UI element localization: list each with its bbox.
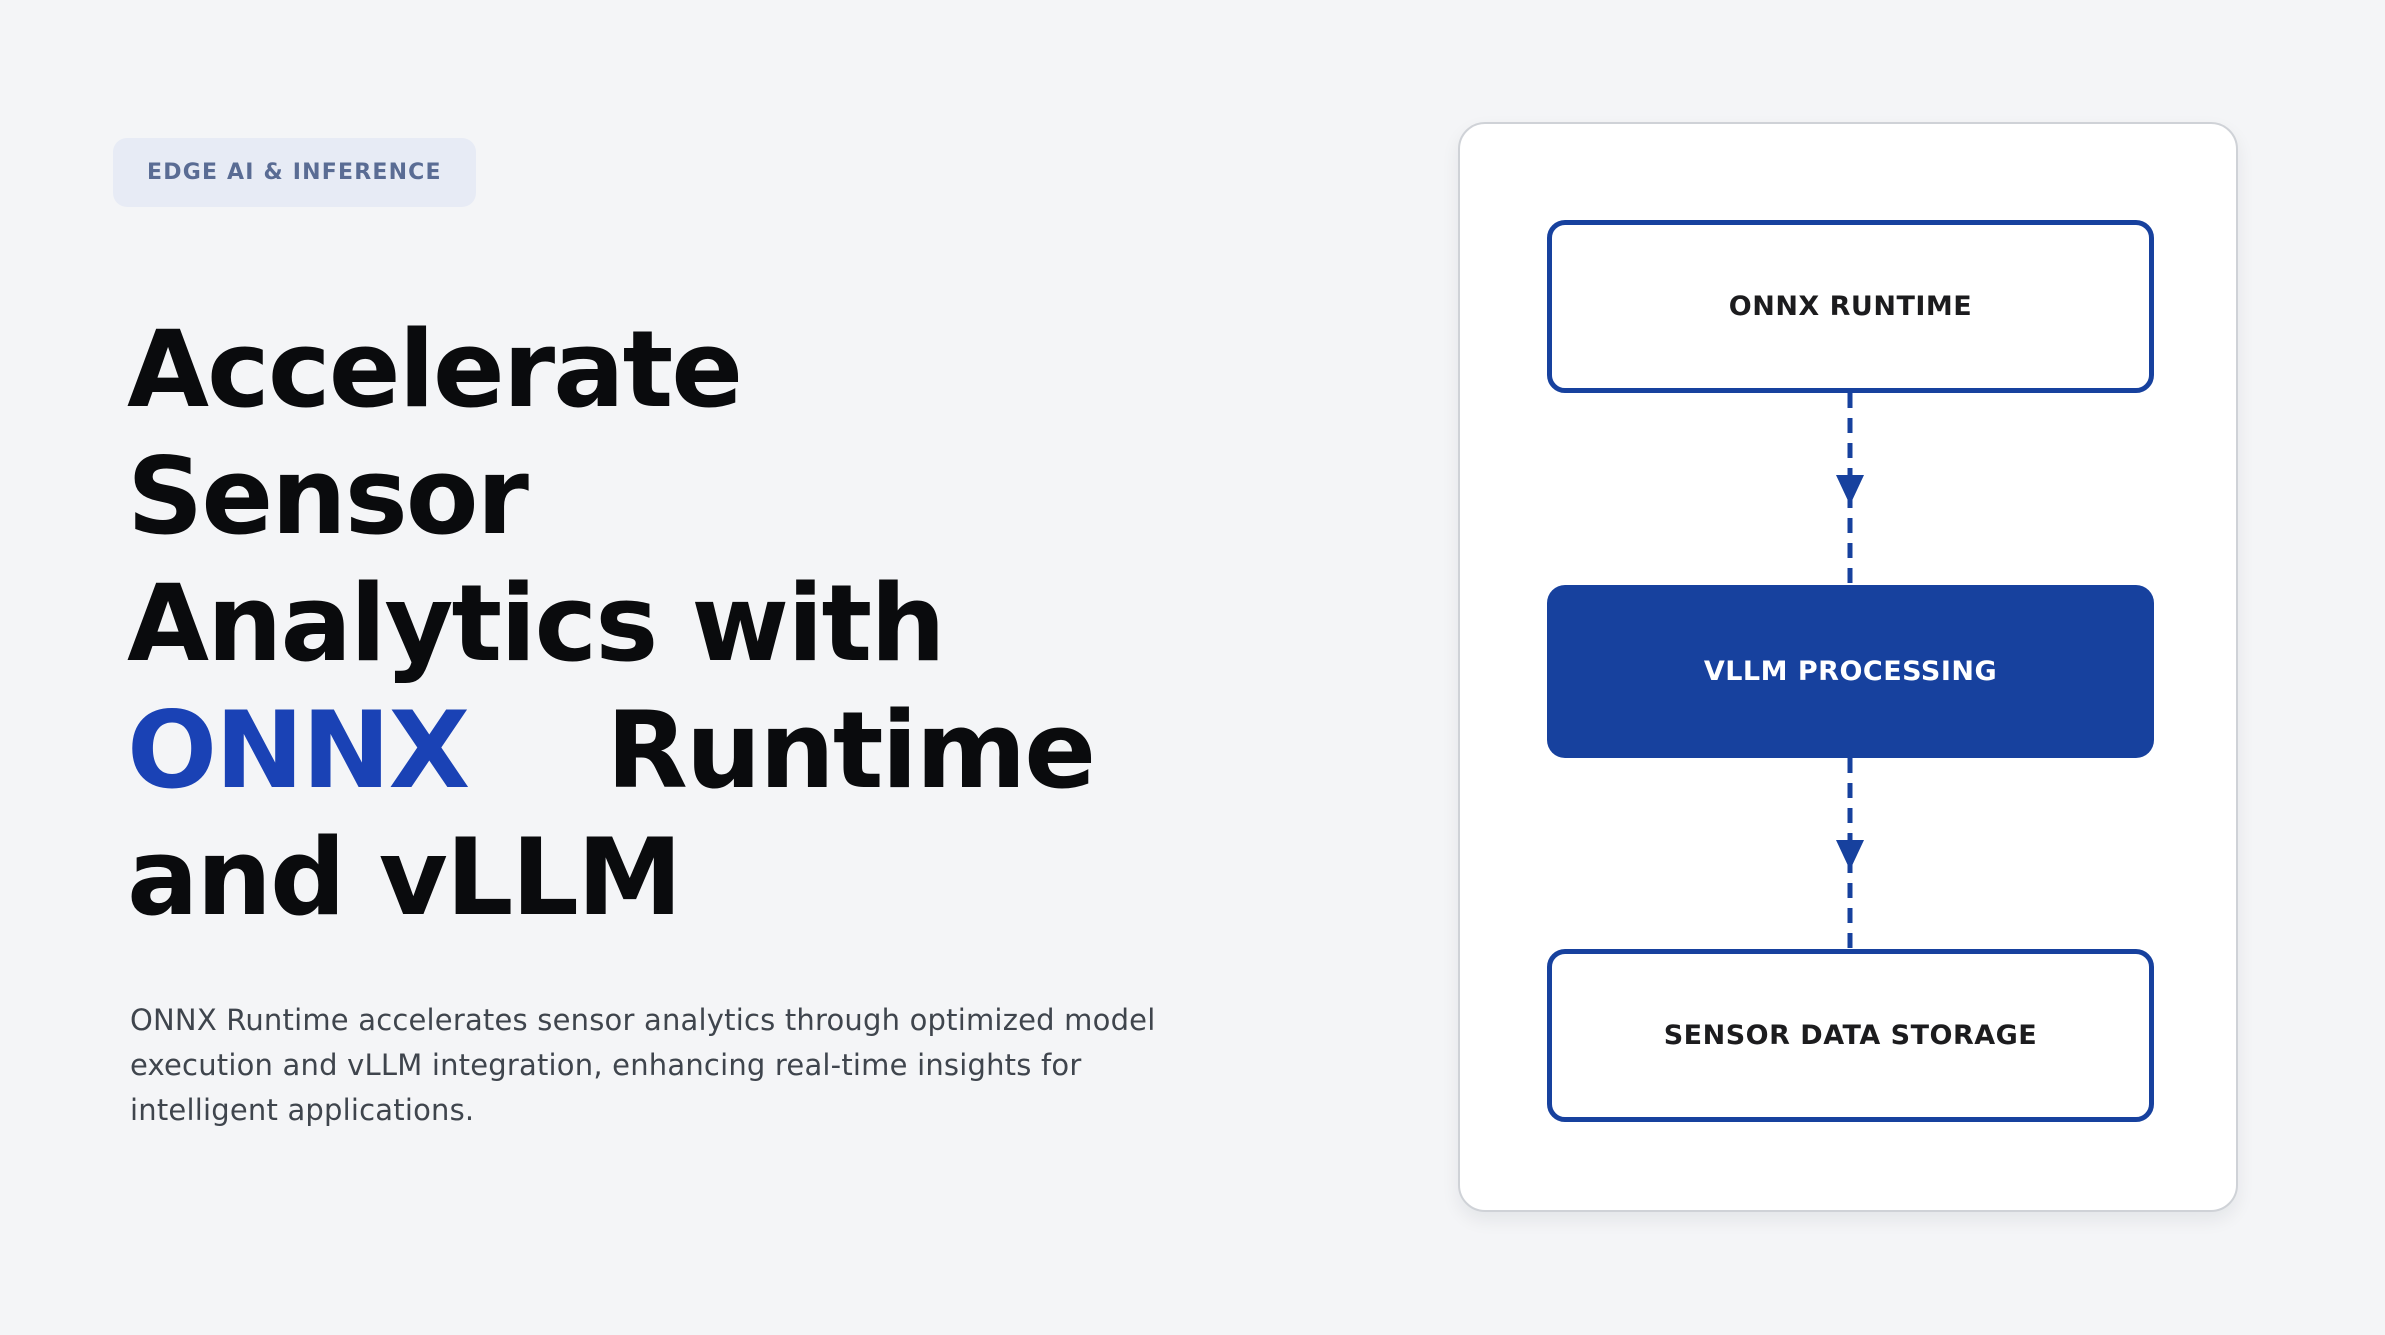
diagram-node-label: SENSOR DATA STORAGE (1663, 1020, 2038, 1051)
hero-description-line: ONNX Runtime accelerates sensor analytic… (130, 1003, 1156, 1037)
category-badge-label: EDGE AI & INFERENCE (147, 160, 442, 185)
headline-line-2: Sensor (127, 435, 529, 558)
hero-description-line: execution and vLLM integration, enhancin… (130, 1048, 1082, 1082)
arrow-down-connector (1836, 758, 1864, 950)
diagram-node-label: VLLM PROCESSING (1703, 656, 1998, 687)
arrowhead-down-icon (1836, 840, 1864, 870)
headline-line-4-rest: Runtime (606, 689, 1096, 812)
hero-description: ONNX Runtime accelerates sensor analytic… (130, 998, 1155, 1133)
hero-description-line: intelligent applications. (130, 1093, 475, 1127)
headline-line-1: Accelerate (127, 308, 743, 431)
page-title: Accelerate Sensor Analytics with ONNX Run… (127, 306, 1096, 941)
diagram-node-label: ONNX RUNTIME (1728, 291, 1973, 322)
headline-line-3: Analytics with (127, 562, 946, 685)
diagram-node-onnx-runtime: ONNX RUNTIME (1547, 220, 2154, 393)
arrow-down-connector (1836, 393, 1864, 585)
arrowhead-down-icon (1836, 475, 1864, 505)
diagram-node-sensor-data-storage: SENSOR DATA STORAGE (1547, 949, 2154, 1122)
diagram-node-vllm-processing: VLLM PROCESSING (1547, 585, 2154, 758)
headline-highlight: ONNX (127, 689, 470, 812)
headline-line-5: and vLLM (127, 816, 682, 939)
diagram-card: ONNX RUNTIME VLLM PROCESSING SENSOR DATA… (1458, 122, 2238, 1212)
category-badge: EDGE AI & INFERENCE (113, 138, 476, 207)
